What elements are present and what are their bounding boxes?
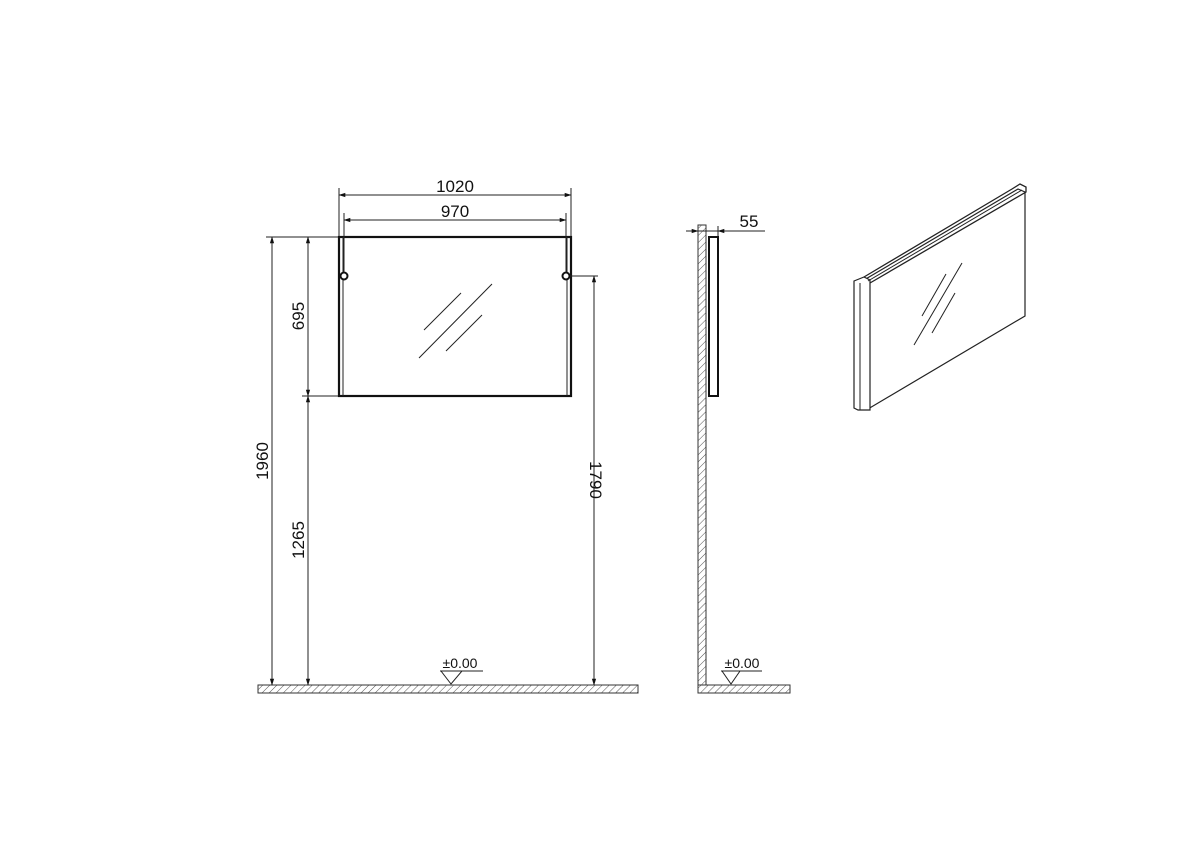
dim-bottom-height: 1265 xyxy=(289,395,311,686)
floor-level-marker: ±0.00 xyxy=(439,655,483,685)
front-view: 1020 970 1960 695 1265 xyxy=(253,177,639,694)
glass-reflection-icon xyxy=(418,283,493,359)
side-floor-level-marker: ±0.00 xyxy=(721,655,762,685)
mirror-side-profile xyxy=(708,236,719,397)
side-floor-level-label: ±0.00 xyxy=(725,655,760,671)
dim-mirror-height: 695 xyxy=(289,236,311,397)
floor-hatch xyxy=(257,684,639,694)
dim-depth: 55 xyxy=(686,212,765,236)
side-view: 55 ±0.00 xyxy=(686,212,791,694)
dim-overall-width: 1020 xyxy=(338,177,572,236)
dim-mount-height: 1790 xyxy=(570,275,605,686)
isometric-view xyxy=(853,183,1027,411)
dim-1960-label: 1960 xyxy=(253,442,272,480)
dim-1790-label: 1790 xyxy=(586,461,605,499)
dim-top-height: 1960 xyxy=(253,236,275,686)
dim-mount-width: 970 xyxy=(343,202,567,272)
dim-1020-label: 1020 xyxy=(436,177,474,196)
iso-glass-reflection-icon xyxy=(913,262,963,346)
wall-hatch xyxy=(697,224,707,686)
dim-1265-label: 1265 xyxy=(289,521,308,559)
mount-screw-left-icon xyxy=(339,271,349,281)
side-floor-hatch xyxy=(697,684,791,694)
mount-screw-right-icon xyxy=(561,271,571,281)
dim-695-label: 695 xyxy=(289,302,308,330)
dim-970-label: 970 xyxy=(441,202,469,221)
mirror-front xyxy=(337,235,573,398)
floor-level-label: ±0.00 xyxy=(443,655,478,671)
dim-55-label: 55 xyxy=(740,212,759,231)
